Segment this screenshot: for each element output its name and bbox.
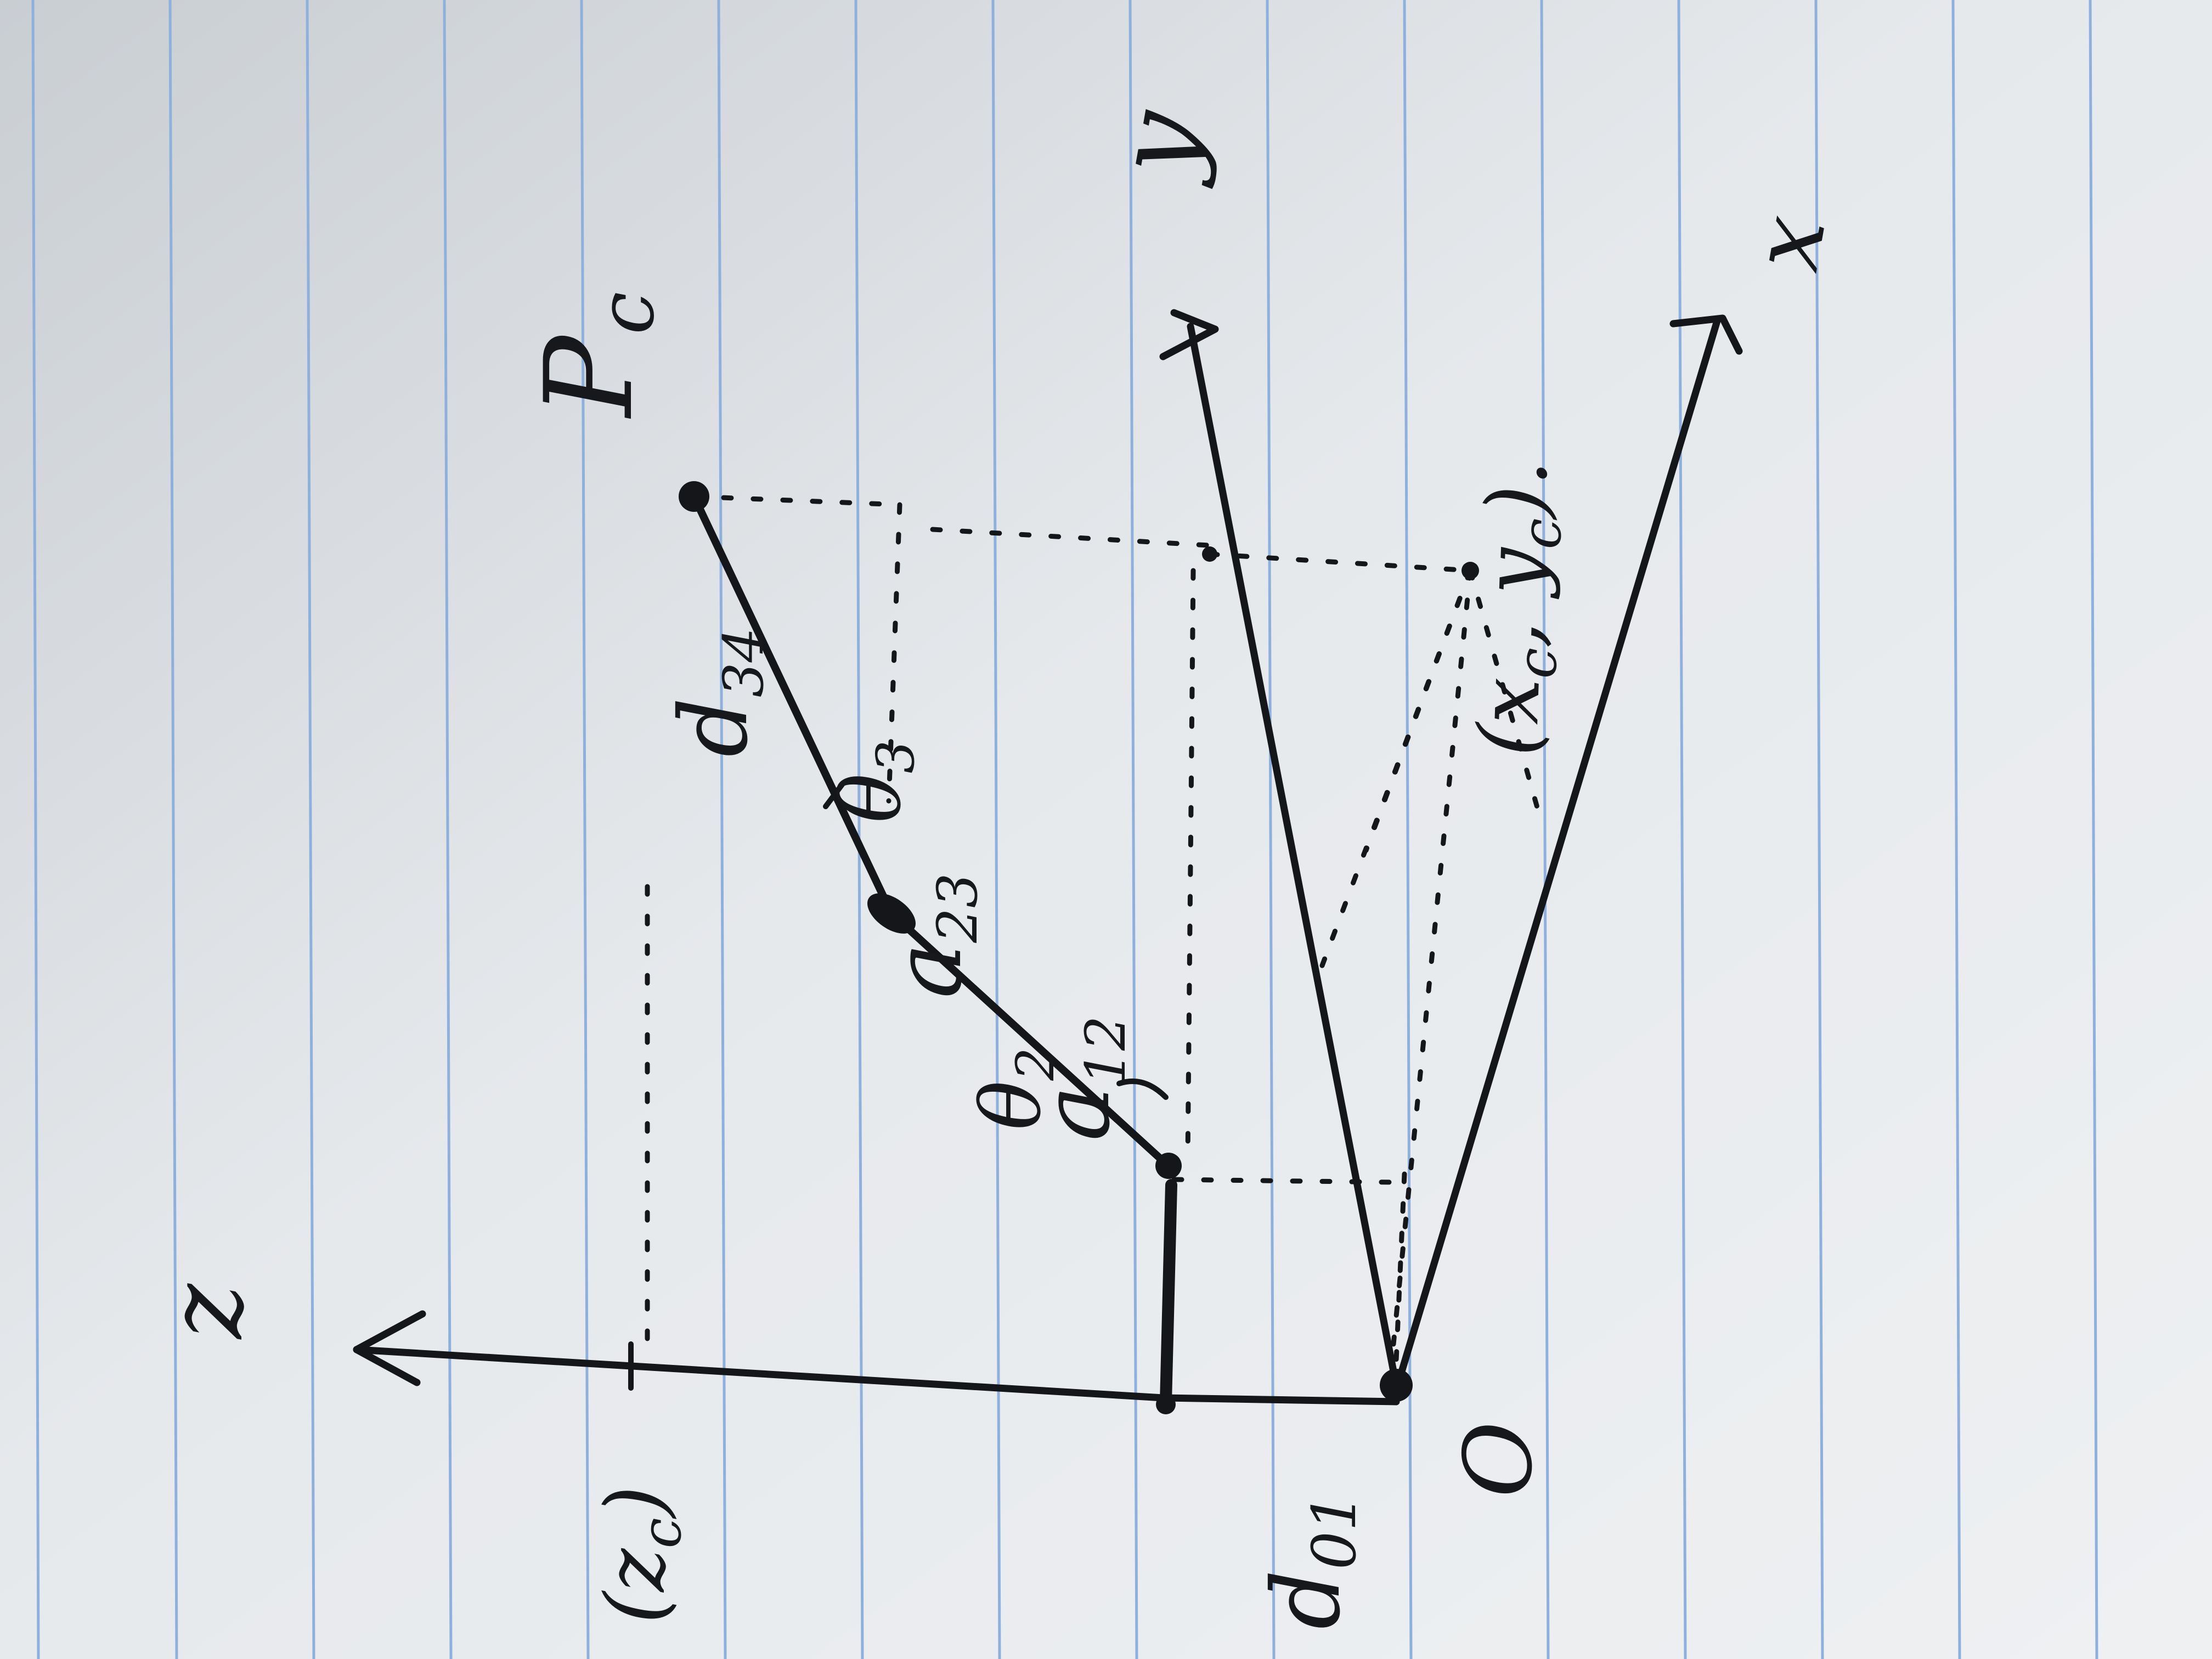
svg-text:(zc): (zc) bbox=[588, 1486, 693, 1624]
ruled-lines bbox=[31, 0, 2098, 1659]
theta3-label: θ3 bbox=[824, 740, 926, 823]
theta3-arc bbox=[823, 782, 845, 809]
d34-label: d34 bbox=[660, 628, 776, 757]
svg-text:d34: d34 bbox=[660, 628, 776, 757]
svg-text:(xc, yc).: (xc, yc). bbox=[1460, 458, 1576, 758]
svg-text:a12: a12 bbox=[1022, 1015, 1138, 1141]
theta2-arc bbox=[1116, 1078, 1169, 1100]
link-a23 bbox=[888, 910, 1175, 1172]
svg-text:θ2: θ2 bbox=[964, 1047, 1066, 1130]
joint-2 bbox=[1155, 1153, 1182, 1179]
projection-lines bbox=[645, 494, 1544, 1363]
y-projection-point bbox=[1202, 546, 1217, 562]
svg-text:c: c bbox=[582, 292, 672, 335]
xy-projection-point bbox=[1462, 562, 1479, 579]
link-a12 bbox=[1160, 1179, 1177, 1408]
zc-label: (zc) bbox=[588, 1486, 693, 1624]
svg-text:P: P bbox=[519, 334, 659, 419]
labels: z y x O P c (zc) (xc, yc). d01 a12 bbox=[145, 101, 1847, 1629]
d01-label: d01 bbox=[1252, 1493, 1369, 1629]
xc-yc-label: (xc, yc). bbox=[1460, 458, 1576, 758]
y-axis bbox=[1159, 309, 1400, 1389]
origin-point bbox=[1380, 1369, 1413, 1402]
point-label: P c bbox=[519, 292, 672, 419]
svg-text:a23: a23 bbox=[874, 873, 990, 998]
link-d34 bbox=[690, 493, 895, 917]
svg-text:d01: d01 bbox=[1252, 1493, 1369, 1629]
theta2-label: θ2 bbox=[964, 1047, 1066, 1130]
z-axis-label: z bbox=[145, 1283, 266, 1340]
svg-text:θ3: θ3 bbox=[824, 740, 926, 823]
a23-label: a23 bbox=[874, 873, 990, 998]
arm-links bbox=[679, 481, 1182, 1414]
origin-label: O bbox=[1444, 1421, 1553, 1498]
joint-1 bbox=[1156, 1395, 1176, 1414]
joint-3 bbox=[867, 893, 916, 934]
x-axis bbox=[1398, 314, 1743, 1375]
a12-label: a12 bbox=[1022, 1015, 1138, 1141]
